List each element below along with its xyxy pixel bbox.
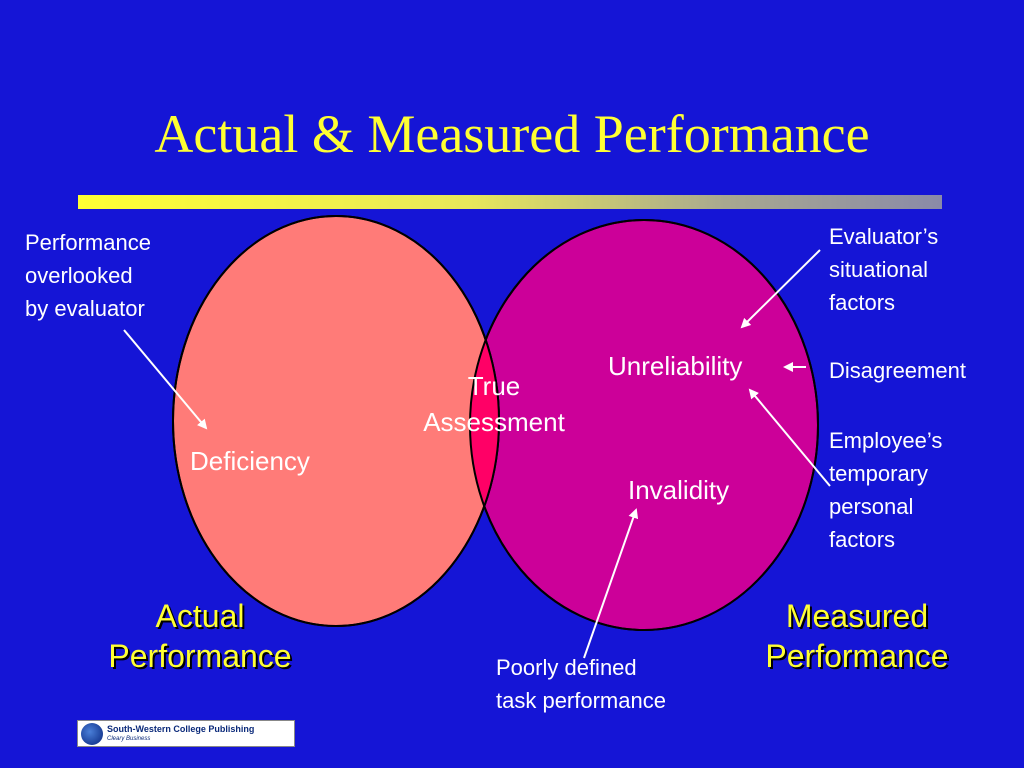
annotation-poorly-defined: Poorly defined task performance [496,655,666,713]
arrow-evaluator-factors [740,249,821,329]
label-actual-performance: Actual Performance [108,598,292,674]
arrow-employee-factors [748,388,831,487]
annotation-evaluator-factors: Evaluator’s situational factors [829,224,939,315]
measured-performance-outline [469,219,819,631]
label-measured-performance: Measured Performance [765,598,949,674]
arrow-overlooked [123,329,208,430]
publisher-logo: South-Western College Publishing Cleary … [77,720,295,747]
annotation-performance-overlooked: Performance overlooked by evaluator [25,230,151,321]
slide-title: Actual & Measured Performance [154,104,870,164]
region-unreliability: Unreliability [608,351,743,381]
title-underline-bar [78,195,942,209]
publisher-logo-name: South-Western College Publishing [107,723,255,734]
region-invalidity: Invalidity [628,475,730,505]
publisher-logo-icon [81,722,103,745]
publisher-logo-tagline: Cleary Business [107,735,151,742]
region-deficiency: Deficiency [190,446,310,476]
actual-performance-outline [172,215,500,627]
annotation-disagreement: Disagreement [829,358,966,383]
region-true-assessment: True Assessment [423,371,565,437]
annotation-employee-factors: Employee’s temporary personal factors [829,428,943,552]
arrow-poorly-defined [583,508,639,659]
